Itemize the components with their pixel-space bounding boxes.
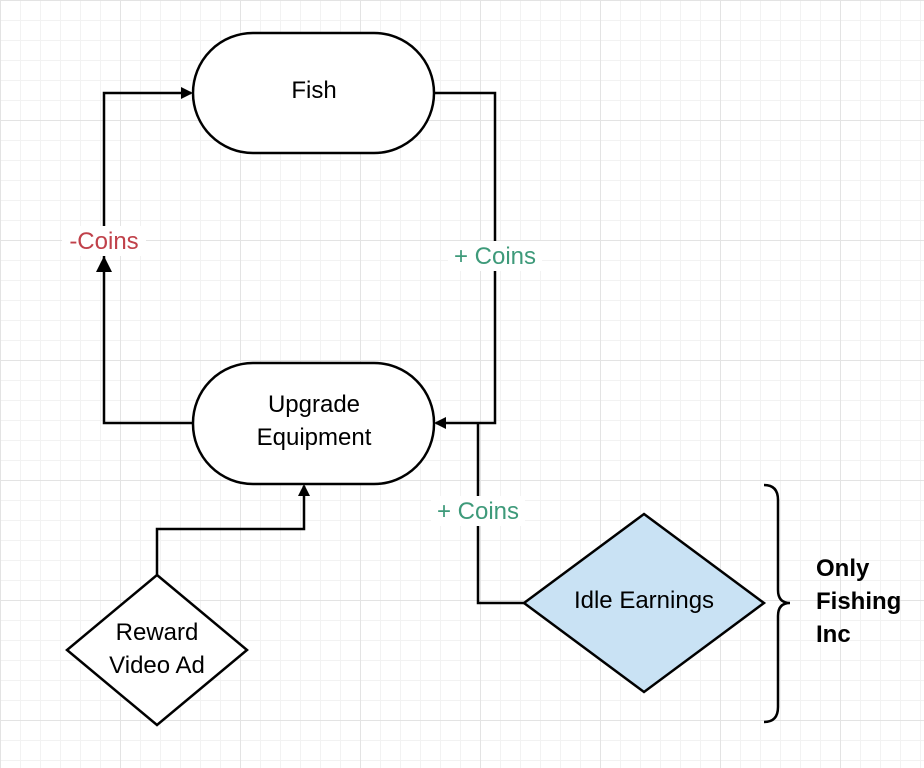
group-label-line2: Fishing <box>816 588 901 615</box>
connector-idle-to-upgrade <box>476 423 524 605</box>
upgrade-label-line2: Equipment <box>257 424 372 451</box>
upgrade-label-line1: Upgrade <box>268 391 360 418</box>
group-label-line3: Inc <box>816 621 851 648</box>
fish-label: Fish <box>291 77 336 104</box>
reward-label-line1: Reward <box>116 619 199 646</box>
curly-brace <box>763 483 791 724</box>
upgrade-equipment-node <box>191 361 436 486</box>
plus-coins-fish-bg <box>448 241 542 271</box>
fish-node <box>191 31 436 155</box>
minus-coins-bg <box>62 226 146 256</box>
connector-coins-to-fish <box>102 87 193 262</box>
plus-coins-fish-label: + Coins <box>454 243 536 270</box>
plus-coins-idle-bg <box>431 496 525 526</box>
arrowhead-minus-coins <box>96 256 112 272</box>
group-label-line1: Only <box>816 555 870 582</box>
plus-coins-idle-label: + Coins <box>437 498 519 525</box>
idle-earnings-label: Idle Earnings <box>574 587 714 614</box>
minus-coins-label: -Coins <box>69 228 138 255</box>
reward-label-line2: Video Ad <box>109 652 205 679</box>
idle-earnings-node <box>521 512 767 694</box>
connector-reward-to-upgrade <box>155 484 310 575</box>
connector-upgrade-to-coins <box>98 260 193 425</box>
reward-video-ad-node <box>65 573 249 727</box>
